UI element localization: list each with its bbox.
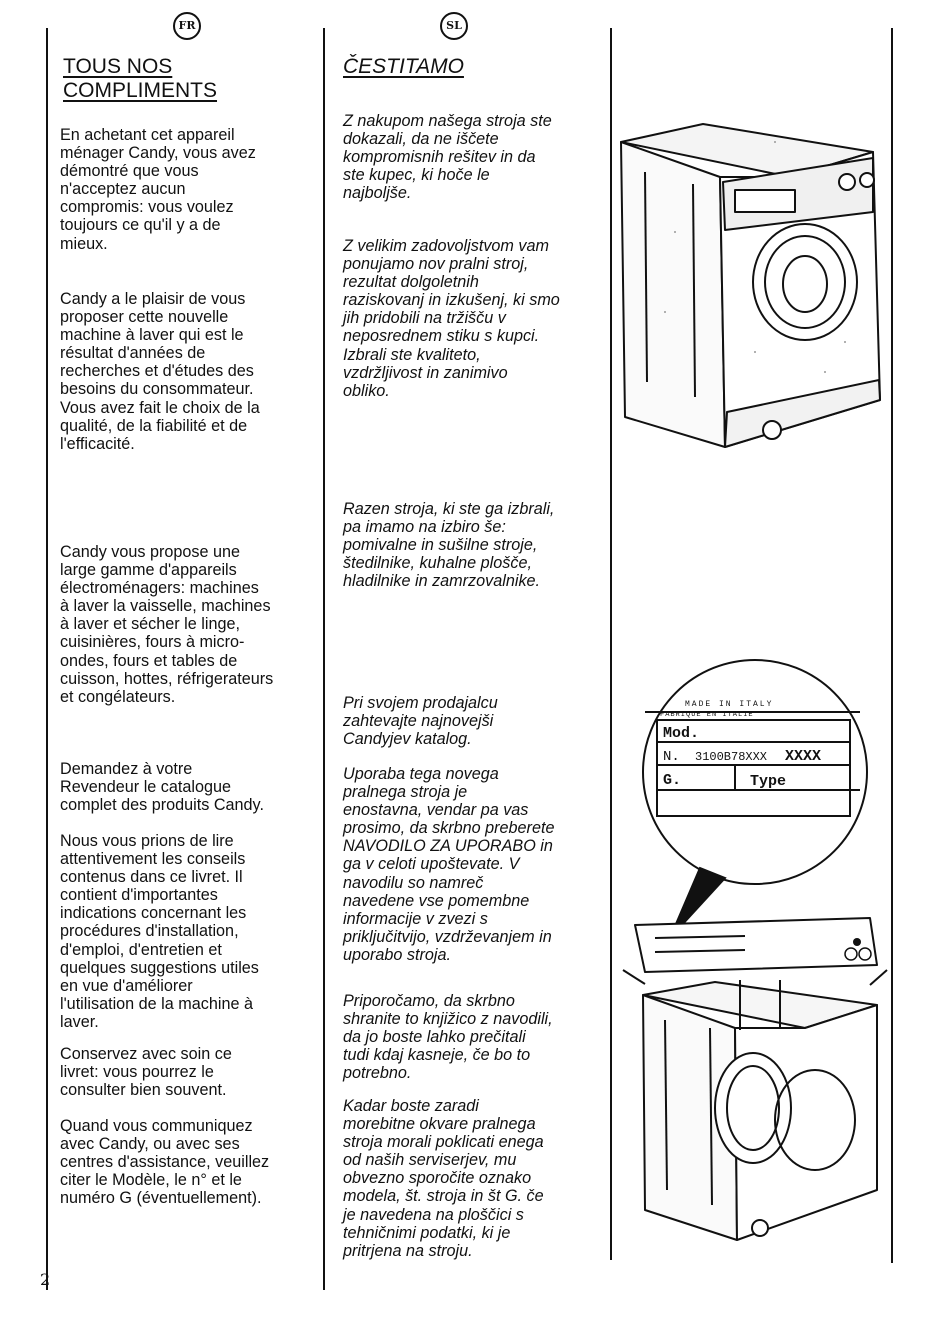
sl-paragraph-3: Razen stroja, ki ste ga izbrali, pa imam… xyxy=(343,500,555,591)
fr-paragraph-3: Candy vous propose une large gamme d'app… xyxy=(60,543,274,706)
fr-title-line-1: TOUS NOS xyxy=(63,55,173,78)
fr-paragraph-7: Quand vous communiquez avec Candy, ou av… xyxy=(60,1117,270,1208)
plate-serial: 3100B78XXX xyxy=(695,750,767,764)
plate-header-1: MADE IN ITALY xyxy=(685,700,773,709)
fr-title-line-2: COMPLIMENTS xyxy=(63,79,218,102)
fr-paragraph-5: Nous vous prions de lire attentivement l… xyxy=(60,832,259,1031)
sl-paragraph-6: Priporočamo, da skrbno shranite to knjiž… xyxy=(343,992,553,1083)
plate-g-label: G. xyxy=(663,772,681,789)
column-rule-middle xyxy=(323,28,325,1290)
washing-machine-door-open-illustration xyxy=(622,917,888,1241)
sl-paragraph-4: Pri svojem prodajalcu zahtevajte najnove… xyxy=(343,694,498,749)
washing-machine-illustration xyxy=(620,123,881,448)
sl-paragraph-5: Uporaba tega novega pralnega stroja je e… xyxy=(343,765,555,964)
sl-paragraph-7: Kadar boste zaradi morebitne okvare pral… xyxy=(343,1097,544,1260)
plate-n-label: N. xyxy=(663,749,680,765)
fr-paragraph-4: Demandez à votre Revendeur le catalogue … xyxy=(60,760,264,815)
sl-paragraph-1: Z nakupom našega stroja ste dokazali, da… xyxy=(343,112,552,203)
plate-xxxx: XXXX xyxy=(785,748,821,765)
column-rule-far-right xyxy=(891,28,893,1263)
column-rule-right xyxy=(610,28,612,1260)
language-badge-sl: SL xyxy=(440,12,468,40)
fr-title: TOUS NOS COMPLIMENTS xyxy=(63,55,217,103)
fr-paragraph-1: En achetant cet appareil ménager Candy, … xyxy=(60,126,256,253)
plate-header-2: FABRIQUE EN ITALIE xyxy=(660,711,754,719)
fr-paragraph-2: Candy a le plaisir de vous proposer cett… xyxy=(60,290,260,453)
fr-paragraph-6: Conservez avec soin ce livret: vous pour… xyxy=(60,1045,232,1100)
column-rule-left xyxy=(46,28,48,1290)
rating-plate-magnifier: MADE IN ITALY FABRIQUE EN ITALIE Mod. N.… xyxy=(642,659,868,939)
plate-type-label: Type xyxy=(750,773,786,790)
language-badge-fr: FR xyxy=(173,12,201,40)
page-number: 2 xyxy=(40,1270,51,1289)
plate-mod-label: Mod. xyxy=(663,725,699,742)
sl-paragraph-2: Z velikim zadovoljstvom vam ponujamo nov… xyxy=(343,237,560,400)
sl-title: ČESTITAMO xyxy=(343,55,464,78)
